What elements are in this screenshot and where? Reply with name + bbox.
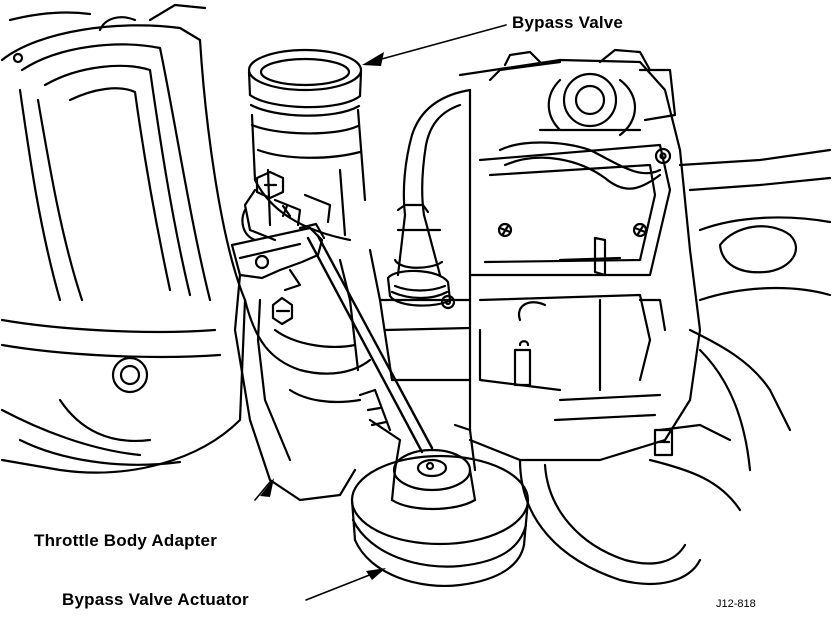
throttle-body-adapter-shape	[233, 248, 472, 502]
arrowhead-throttle-body-adapter	[260, 478, 274, 497]
arrowhead-bypass-valve	[362, 52, 384, 66]
label-throttle-body-adapter: Throttle Body Adapter	[34, 531, 218, 550]
bypass-valve	[241, 48, 367, 242]
leader-actuator	[305, 573, 373, 601]
figure-id: J12-818	[716, 598, 756, 610]
throttle-body	[458, 48, 702, 585]
leader-throttle-body-adapter-line	[254, 481, 271, 501]
vacuum-hose	[386, 88, 472, 310]
engine-block-right	[648, 147, 832, 512]
label-bypass-valve-actuator: Bypass Valve Actuator	[62, 590, 249, 609]
label-bypass-valve: Bypass Valve	[512, 13, 624, 32]
arrowhead-actuator	[366, 568, 386, 580]
arrowheads	[260, 52, 386, 580]
intake-manifold	[0, 3, 247, 474]
bypass-valve-actuator-shape	[350, 418, 530, 587]
actuator-bracket	[230, 222, 326, 292]
leader-bypass-valve	[377, 24, 507, 61]
actuator-rod	[306, 234, 434, 454]
leader-lines	[254, 24, 507, 601]
